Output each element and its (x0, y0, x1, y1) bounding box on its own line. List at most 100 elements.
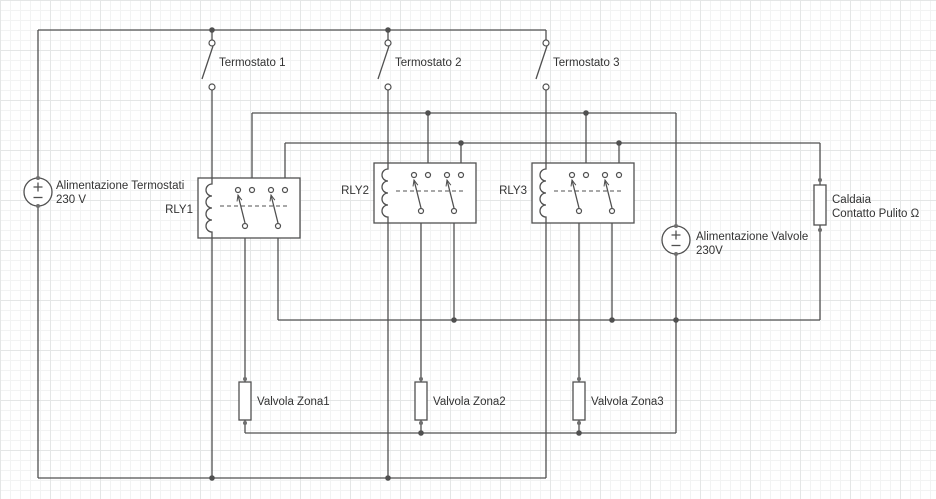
plus-icon (33, 182, 43, 192)
junction-dot (209, 27, 215, 33)
valve-body (572, 381, 586, 421)
terminal-dot (243, 421, 247, 425)
junction-dot (458, 140, 464, 146)
relay-coil (205, 178, 213, 238)
contact-terminal (575, 207, 583, 215)
contact-terminal (281, 186, 289, 194)
contact-blade (236, 193, 246, 224)
contact-terminal (274, 222, 282, 230)
contact-terminal (608, 207, 616, 215)
relay-rly1[interactable] (197, 177, 301, 239)
switch-terminal (542, 39, 550, 47)
valve-body (238, 381, 252, 421)
switch-terminal (384, 39, 392, 47)
source-thermostats-label-line1: Alimentazione Termostati (56, 180, 184, 192)
source-valves-label-line1: Alimentazione Valvole (696, 231, 808, 243)
terminal-dot (577, 421, 581, 425)
junction-dot (609, 317, 615, 323)
terminal-dot (419, 377, 423, 381)
switch-terminal (542, 83, 550, 91)
source-thermostats-label-line2: 230 V (56, 194, 86, 206)
valve-zona3[interactable] (572, 377, 586, 425)
relay-rly3-label: RLY3 (499, 185, 527, 197)
power-source-valves[interactable] (661, 224, 691, 256)
contact-terminal (424, 171, 432, 179)
thermostat-3-label: Termostato 3 (553, 57, 619, 69)
junction-dot (385, 27, 391, 33)
switch-blade (535, 45, 548, 80)
thermostat-switch-3[interactable] (535, 39, 550, 91)
valve-zona2-label: Valvola Zona2 (433, 396, 506, 408)
contact-terminal (443, 171, 451, 179)
junction-dot (616, 140, 622, 146)
boiler-label-line2: Contatto Pulito Ω (832, 208, 920, 220)
terminal-dot (818, 228, 822, 232)
junction-dot (451, 317, 457, 323)
contact-terminal (457, 171, 465, 179)
contact-terminal (241, 222, 249, 230)
boiler-label-line1: Caldaia (832, 194, 872, 206)
switch-terminal (208, 83, 216, 91)
contact-terminal (234, 186, 242, 194)
valve-zona2[interactable] (414, 377, 428, 425)
source-valves-label-line2: 230V (696, 245, 723, 257)
contact-blade (269, 193, 279, 224)
plus-icon (671, 230, 681, 240)
switch-terminal (208, 39, 216, 47)
relay-rly2[interactable] (373, 162, 477, 224)
junction-dot (418, 430, 424, 436)
junction-dot (576, 430, 582, 436)
terminal-dot (419, 421, 423, 425)
valve-body (414, 381, 428, 421)
contact-terminal (601, 171, 609, 179)
contact-terminal (267, 186, 275, 194)
source-circle (23, 177, 53, 207)
switch-blade (377, 45, 390, 80)
terminal-dot (243, 377, 247, 381)
source-circle (661, 225, 691, 255)
power-source-thermostats[interactable] (23, 176, 53, 208)
terminal-dot (674, 224, 678, 228)
terminal-dot (36, 204, 40, 208)
boiler-contact[interactable] (813, 178, 827, 232)
junction-dots (209, 27, 679, 481)
junction-dot (673, 317, 679, 323)
contact-blade (603, 178, 613, 209)
contact-terminal (450, 207, 458, 215)
thermostat-switch-1[interactable] (201, 39, 216, 91)
contact-blade (570, 178, 580, 209)
terminal-dot (577, 377, 581, 381)
junction-dot (209, 475, 215, 481)
thermostat-1-label: Termostato 1 (219, 57, 285, 69)
thermostat-2-label: Termostato 2 (395, 57, 461, 69)
wire-network-thermostat-circuit (37, 29, 547, 479)
thermostat-switch-2[interactable] (377, 39, 392, 91)
junction-dot (385, 475, 391, 481)
valve-zona1[interactable] (238, 377, 252, 425)
boiler-body (813, 184, 827, 226)
junction-dot (425, 110, 431, 116)
terminal-dot (36, 176, 40, 180)
terminal-dot (674, 252, 678, 256)
contact-terminal (615, 171, 623, 179)
contact-terminal (568, 171, 576, 179)
contact-blade (412, 178, 422, 209)
relay-box (197, 177, 301, 239)
valve-zona1-label: Valvola Zona1 (257, 396, 330, 408)
switch-blade (201, 45, 214, 80)
switch-terminal (384, 83, 392, 91)
relay-coil (381, 163, 389, 223)
contact-terminal (248, 186, 256, 194)
relay-rly3[interactable] (531, 162, 635, 224)
relay-rly2-label: RLY2 (341, 185, 369, 197)
terminal-dot (818, 178, 822, 182)
contact-terminal (410, 171, 418, 179)
relay-rly1-label: RLY1 (165, 204, 193, 216)
contact-terminal (582, 171, 590, 179)
relay-coil (539, 163, 547, 223)
contact-terminal (417, 207, 425, 215)
contact-blade (445, 178, 455, 209)
valve-zona3-label: Valvola Zona3 (591, 396, 664, 408)
